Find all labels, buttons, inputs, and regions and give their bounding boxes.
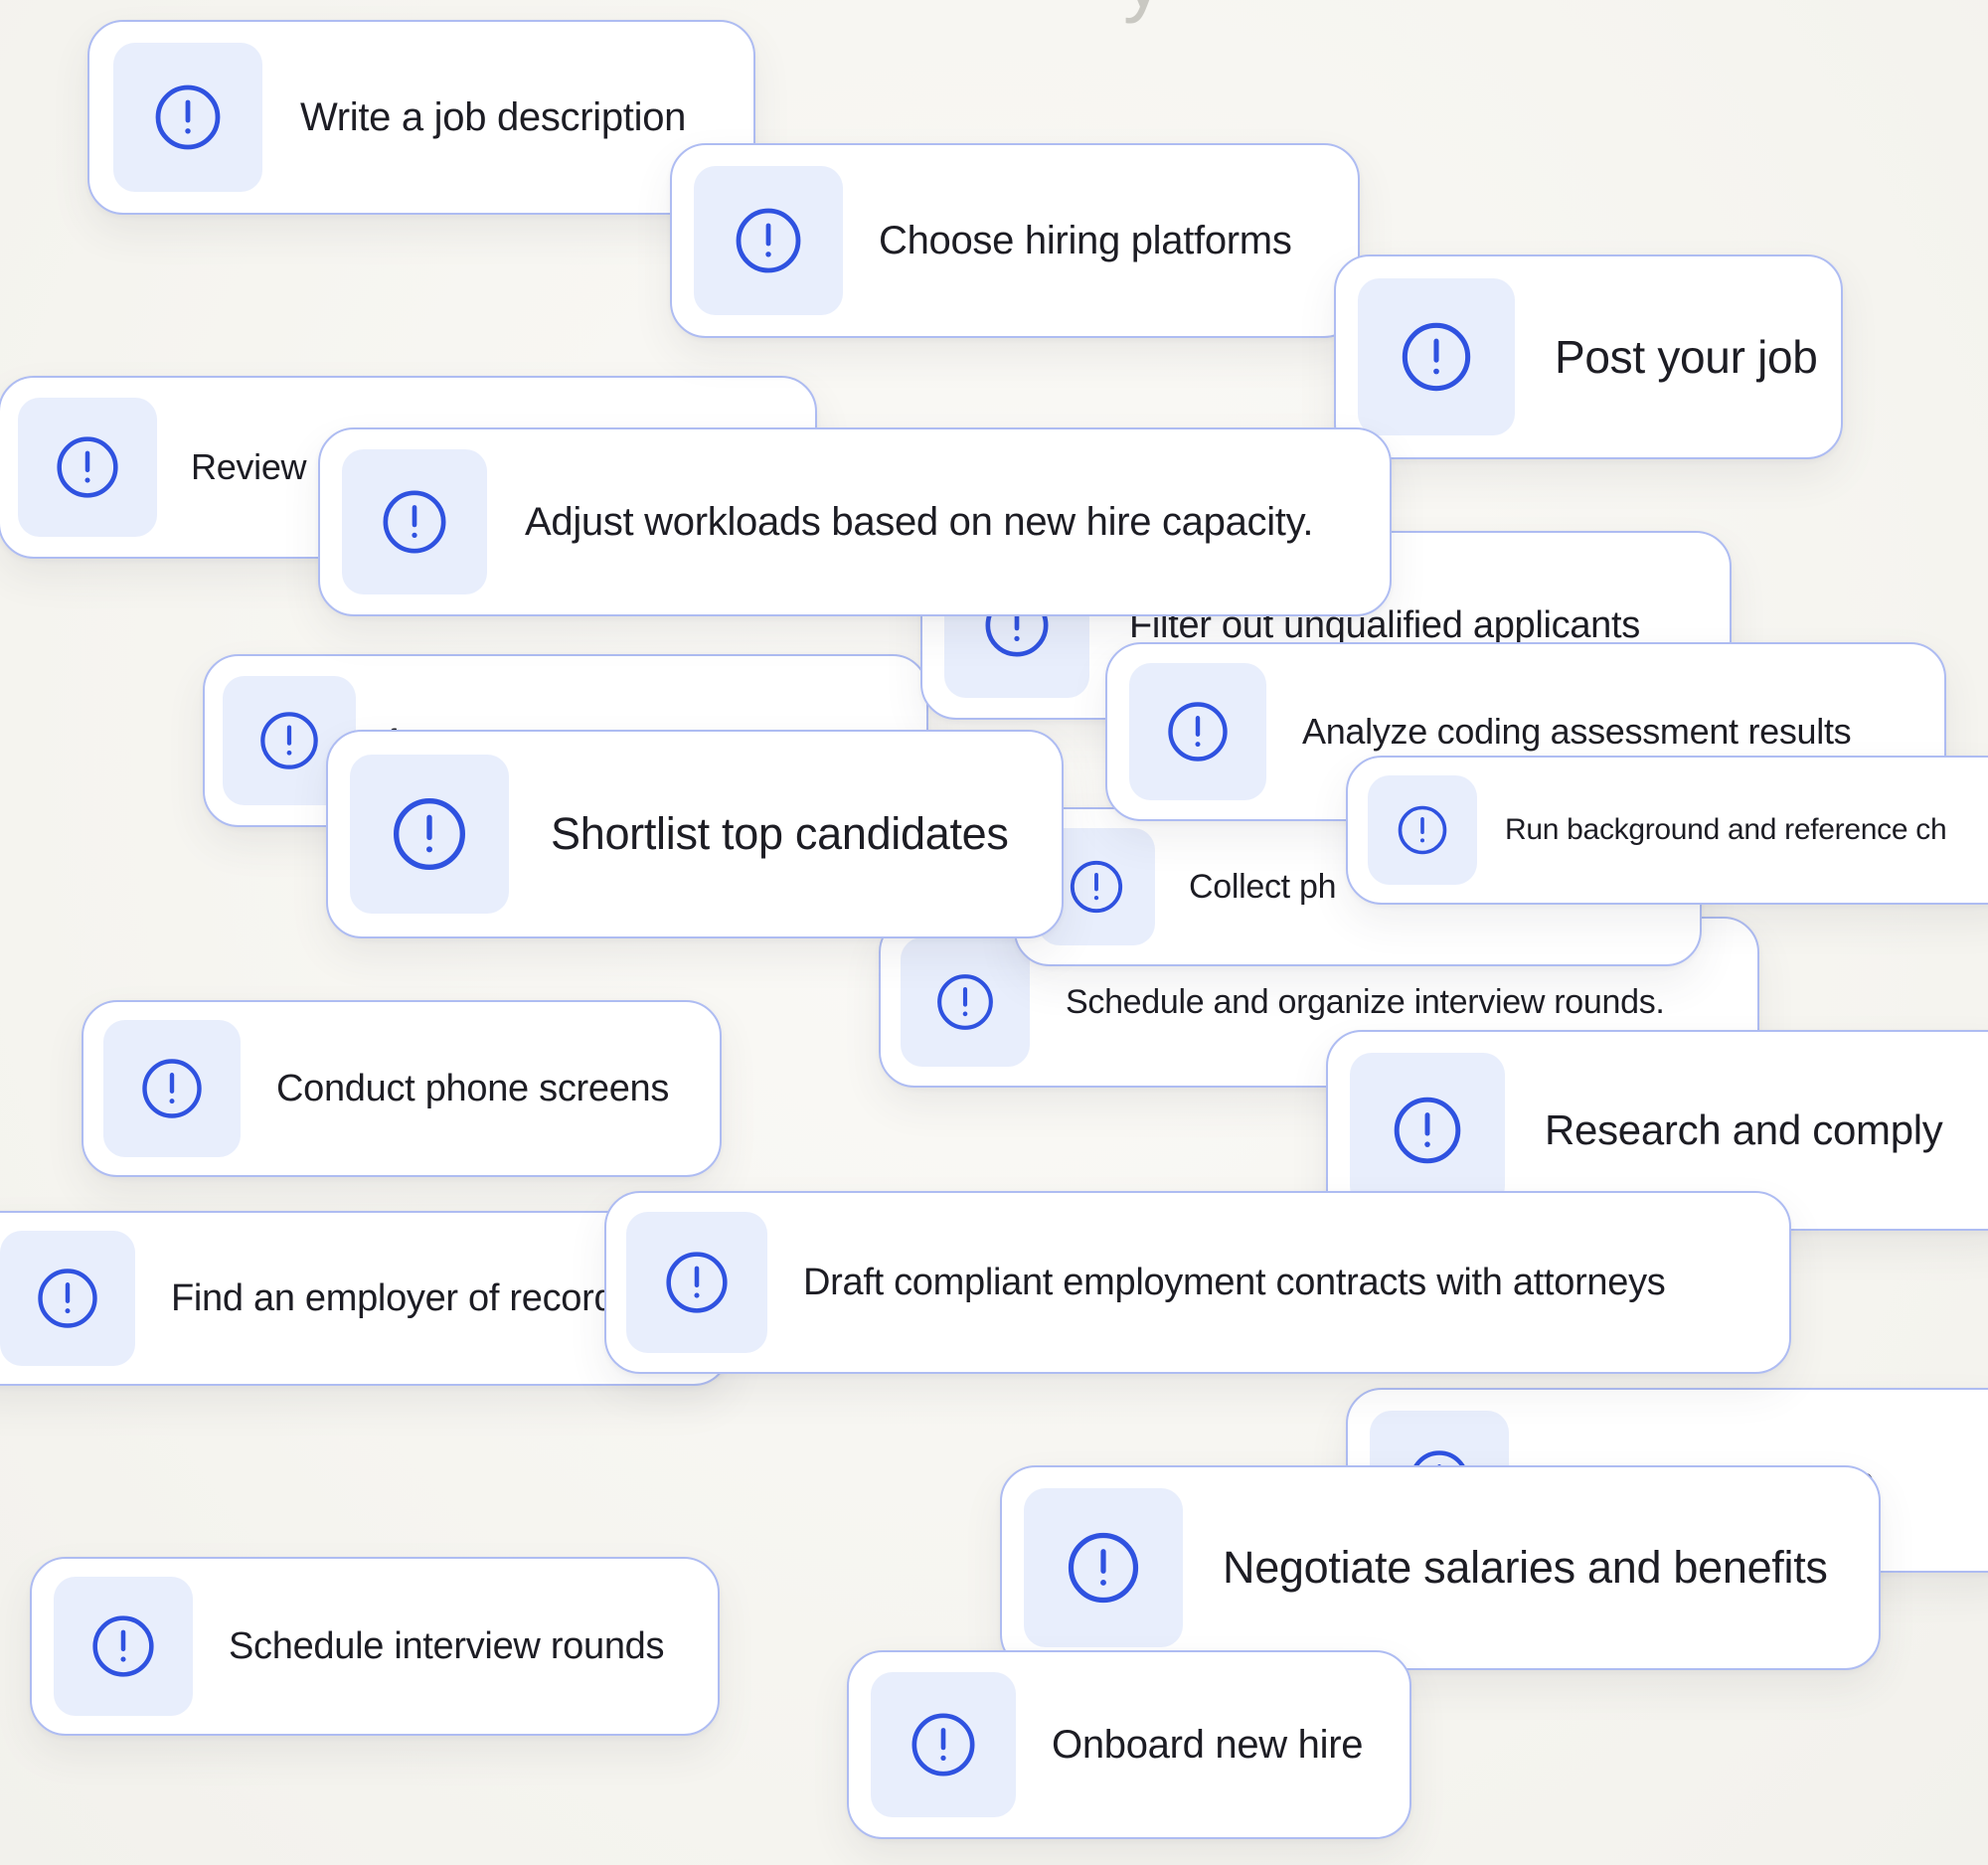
alert-circle-icon [1070, 860, 1123, 914]
task-label: Draft compliant employment contracts wit… [803, 1261, 1666, 1303]
alert-circle-icon [57, 436, 118, 498]
task-card-choose-platforms[interactable]: Choose hiring platforms [670, 143, 1360, 338]
alert-circle-icon [92, 1615, 154, 1677]
task-label: Schedule interview rounds [229, 1624, 665, 1667]
icon-tile [103, 1020, 241, 1157]
icon-tile [342, 449, 487, 594]
task-card-adjust-workloads[interactable]: Adjust workloads based on new hire capac… [318, 427, 1392, 616]
task-label: Shortlist top candidates [551, 808, 1009, 859]
alert-circle-icon [142, 1059, 202, 1118]
task-label: Review [191, 446, 307, 487]
task-label: Run background and reference ch [1505, 813, 1947, 846]
task-card-draft-contracts[interactable]: Draft compliant employment contracts wit… [604, 1191, 1791, 1374]
alert-circle-icon [736, 208, 801, 273]
icon-tile [54, 1577, 193, 1716]
icon-tile [1358, 278, 1515, 435]
alert-circle-icon [1398, 805, 1447, 855]
task-label: Find an employer of record [171, 1276, 615, 1319]
alert-circle-icon [1402, 322, 1471, 392]
task-label: Schedule and organize interview rounds. [1066, 982, 1665, 1021]
task-label: Choose hiring platforms [879, 218, 1292, 262]
task-card-phone-screens[interactable]: Conduct phone screens [82, 1000, 722, 1177]
alert-circle-icon [937, 974, 993, 1030]
icon-tile [18, 398, 157, 537]
icon-tile [1368, 775, 1477, 885]
task-card-post-job[interactable]: Post your job [1334, 254, 1843, 459]
icon-tile [901, 937, 1030, 1067]
heading-fragment: y [1123, 0, 1165, 26]
alert-circle-icon [383, 490, 446, 554]
task-label: Write a job description [300, 94, 687, 139]
alert-circle-icon [155, 85, 221, 150]
alert-circle-icon [38, 1269, 97, 1328]
alert-circle-icon [1394, 1097, 1461, 1164]
alert-circle-icon [394, 798, 465, 870]
icon-tile [0, 1231, 135, 1366]
task-label: Post your job [1555, 331, 1818, 383]
icon-tile [871, 1672, 1016, 1817]
icon-tile [113, 43, 262, 192]
icon-tile [1129, 663, 1266, 800]
task-label: Analyze coding assessment results [1302, 711, 1852, 752]
alert-circle-icon [1068, 1532, 1139, 1604]
alert-circle-icon [1168, 702, 1228, 762]
icon-tile [626, 1212, 767, 1353]
alert-circle-icon [911, 1713, 975, 1777]
icon-tile [1024, 1488, 1183, 1647]
alert-circle-icon [666, 1252, 728, 1313]
task-label: Onboard new hire [1052, 1722, 1364, 1767]
task-label: Negotiate salaries and benefits [1223, 1542, 1828, 1593]
task-card-onboard[interactable]: Onboard new hire [847, 1650, 1411, 1839]
task-label: Collect ph [1189, 867, 1337, 906]
task-card-shortlist[interactable]: Shortlist top candidates [326, 730, 1064, 938]
task-card-background-check[interactable]: Run background and reference ch [1346, 756, 1988, 905]
icon-tile [350, 755, 509, 914]
task-card-write-job-description[interactable]: Write a job description [87, 20, 755, 215]
task-card-schedule-interviews[interactable]: Schedule interview rounds [30, 1557, 720, 1736]
task-label: Adjust workloads based on new hire capac… [525, 499, 1314, 544]
task-label: Conduct phone screens [276, 1067, 670, 1109]
task-card-negotiate[interactable]: Negotiate salaries and benefits [1000, 1465, 1881, 1670]
alert-circle-icon [260, 712, 318, 769]
icon-tile [1350, 1053, 1505, 1208]
task-label: Research and comply [1545, 1106, 1943, 1153]
icon-tile [694, 166, 843, 315]
